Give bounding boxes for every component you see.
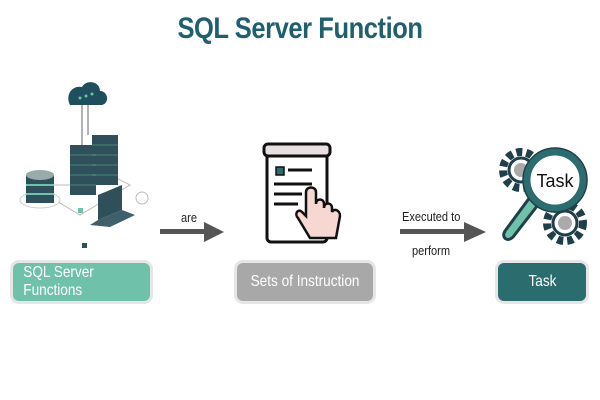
diagram-title: SQL Server Function	[177, 12, 423, 45]
node-sets-of-instruction: Sets of Instruction	[237, 263, 373, 301]
arrow-are	[160, 222, 224, 242]
task-icon-text: Task	[536, 171, 574, 191]
node-label: Sets of Instruction	[250, 273, 360, 290]
document-hand-icon	[262, 142, 342, 244]
edge-label-are: are	[181, 210, 197, 225]
edge-label-perform: perform	[412, 243, 451, 258]
node-label: Task	[528, 273, 556, 290]
node-sql-server-functions: SQL Server Functions	[13, 263, 150, 301]
gears-magnifier-icon: Task	[499, 147, 588, 245]
edge-label-executed-to: Executed to	[402, 209, 461, 224]
node-task: Task	[498, 263, 586, 301]
server-cloud-icon	[19, 82, 149, 248]
arrow-executed	[400, 222, 486, 242]
node-label: SQL Server Functions	[23, 264, 94, 299]
